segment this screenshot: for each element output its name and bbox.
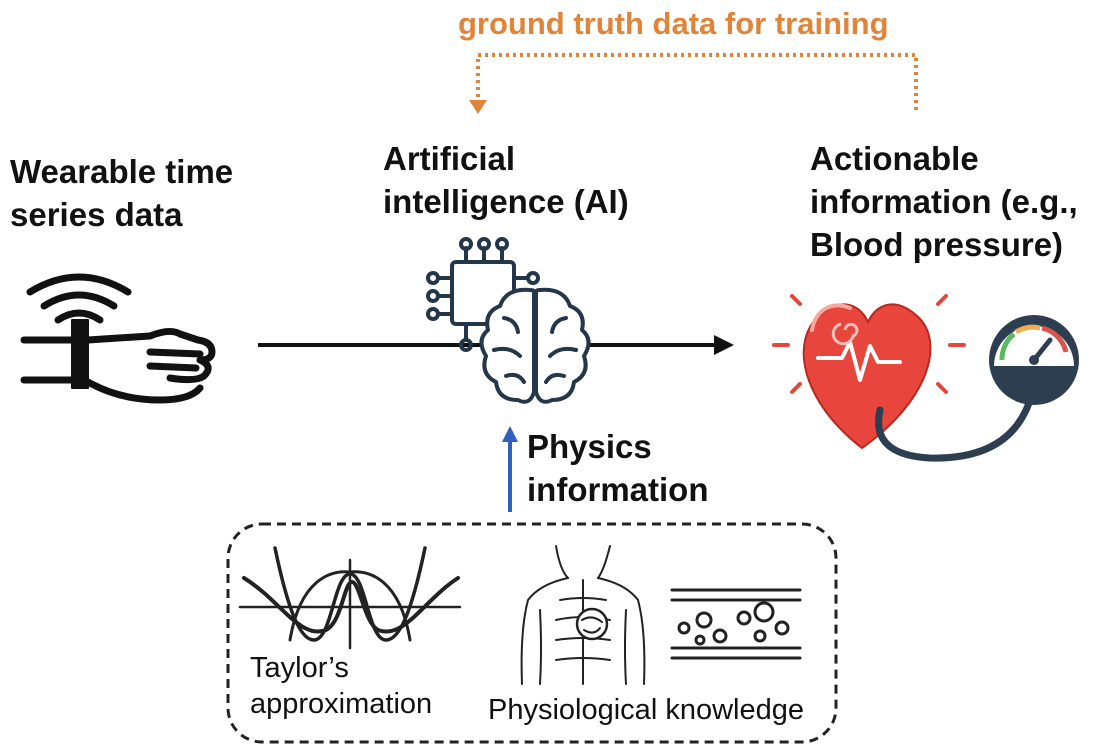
physics-arrowhead: [502, 426, 518, 442]
ai-brain-chip-icon: [428, 239, 589, 402]
main-flow-arrowhead: [714, 335, 734, 355]
human-torso-heart-icon: [522, 546, 645, 684]
feedback-arrowhead: [469, 100, 487, 114]
taylor-approximation-curves-icon: [240, 548, 460, 648]
wrist-wearable-icon: [24, 277, 212, 400]
feedback-arrow: [469, 55, 916, 114]
heart-blood-pressure-gauge-icon: [774, 296, 1079, 458]
blood-vessel-cells-icon: [672, 590, 800, 658]
